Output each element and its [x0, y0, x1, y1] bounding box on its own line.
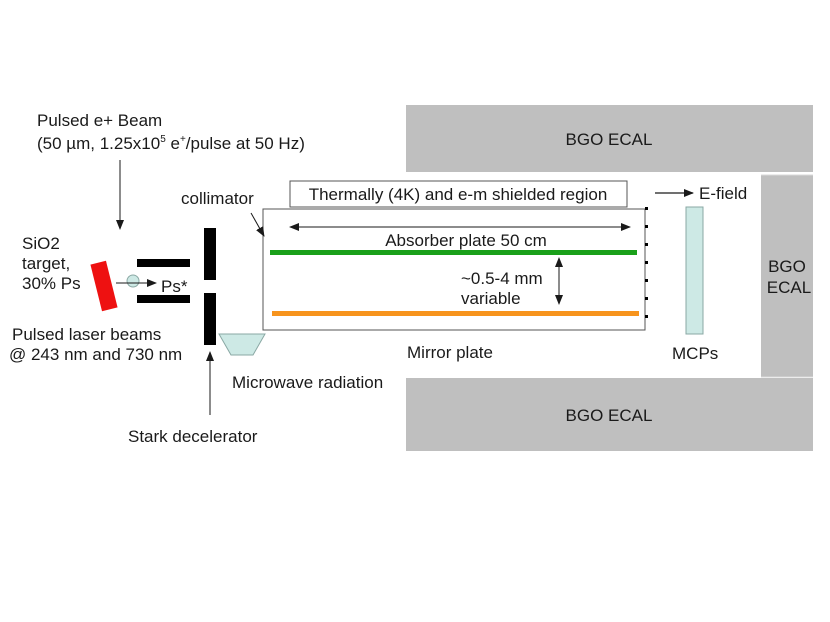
efield-label: E-field [699, 184, 747, 203]
stark-label: Stark decelerator [128, 427, 258, 446]
laser-label-line2: @ 243 nm and 730 nm [9, 345, 182, 364]
target-label-line3: 30% Ps [22, 274, 81, 293]
beam-spec-close: /pulse at 50 Hz) [186, 134, 305, 153]
beam-spec: (50 µm, 1.25x105 e+/pulse at 50 Hz) [37, 134, 305, 153]
sio2-target [90, 260, 118, 312]
collimator-pointer [250, 212, 265, 237]
ps-guide-bottom [137, 295, 190, 303]
ecal-top-block [406, 105, 813, 172]
ecal-side-label-line1: BGO [768, 257, 806, 276]
mcps-label: MCPs [672, 344, 718, 363]
ps-label: Ps* [161, 277, 188, 296]
ecal-top-label: BGO ECAL [566, 130, 653, 149]
ecal-side-block [761, 175, 813, 377]
microwave-label: Microwave radiation [232, 373, 383, 392]
stark-plate-top [204, 228, 216, 280]
beam-spec-open: (50 µm, 1.25x10 [37, 134, 160, 153]
gap-label-line1: ~0.5-4 mm [461, 269, 543, 288]
target-label-line1: SiO2 [22, 234, 60, 253]
microwave-horn [218, 333, 266, 356]
ecal-bottom-block [406, 378, 813, 451]
absorber-plate [270, 250, 637, 255]
field-grid-dots [645, 207, 648, 318]
gap-label-line2: variable [461, 289, 521, 308]
beam-spec-mid: e [166, 134, 180, 153]
ecal-side-label-line2: ECAL [767, 278, 811, 297]
absorber-label: Absorber plate 50 cm [385, 231, 547, 250]
beam-spec-plus: + [180, 134, 186, 145]
target-label-line2: target, [22, 254, 70, 273]
mirror-plate [272, 311, 639, 316]
ps-guide-top [137, 259, 190, 267]
shield-label: Thermally (4K) and e-m shielded region [309, 185, 608, 204]
mcp-detector [685, 206, 704, 335]
beam-title: Pulsed e+ Beam [37, 111, 162, 130]
mirror-label: Mirror plate [407, 343, 493, 362]
ps-atom [126, 274, 140, 288]
shield-label-box [289, 180, 628, 208]
stark-plate-bottom [204, 293, 216, 345]
laser-label-line1: Pulsed laser beams [12, 325, 161, 344]
beam-spec-exponent: 5 [160, 134, 166, 145]
ecal-bottom-label: BGO ECAL [566, 406, 653, 425]
collimator-label: collimator [181, 189, 254, 208]
